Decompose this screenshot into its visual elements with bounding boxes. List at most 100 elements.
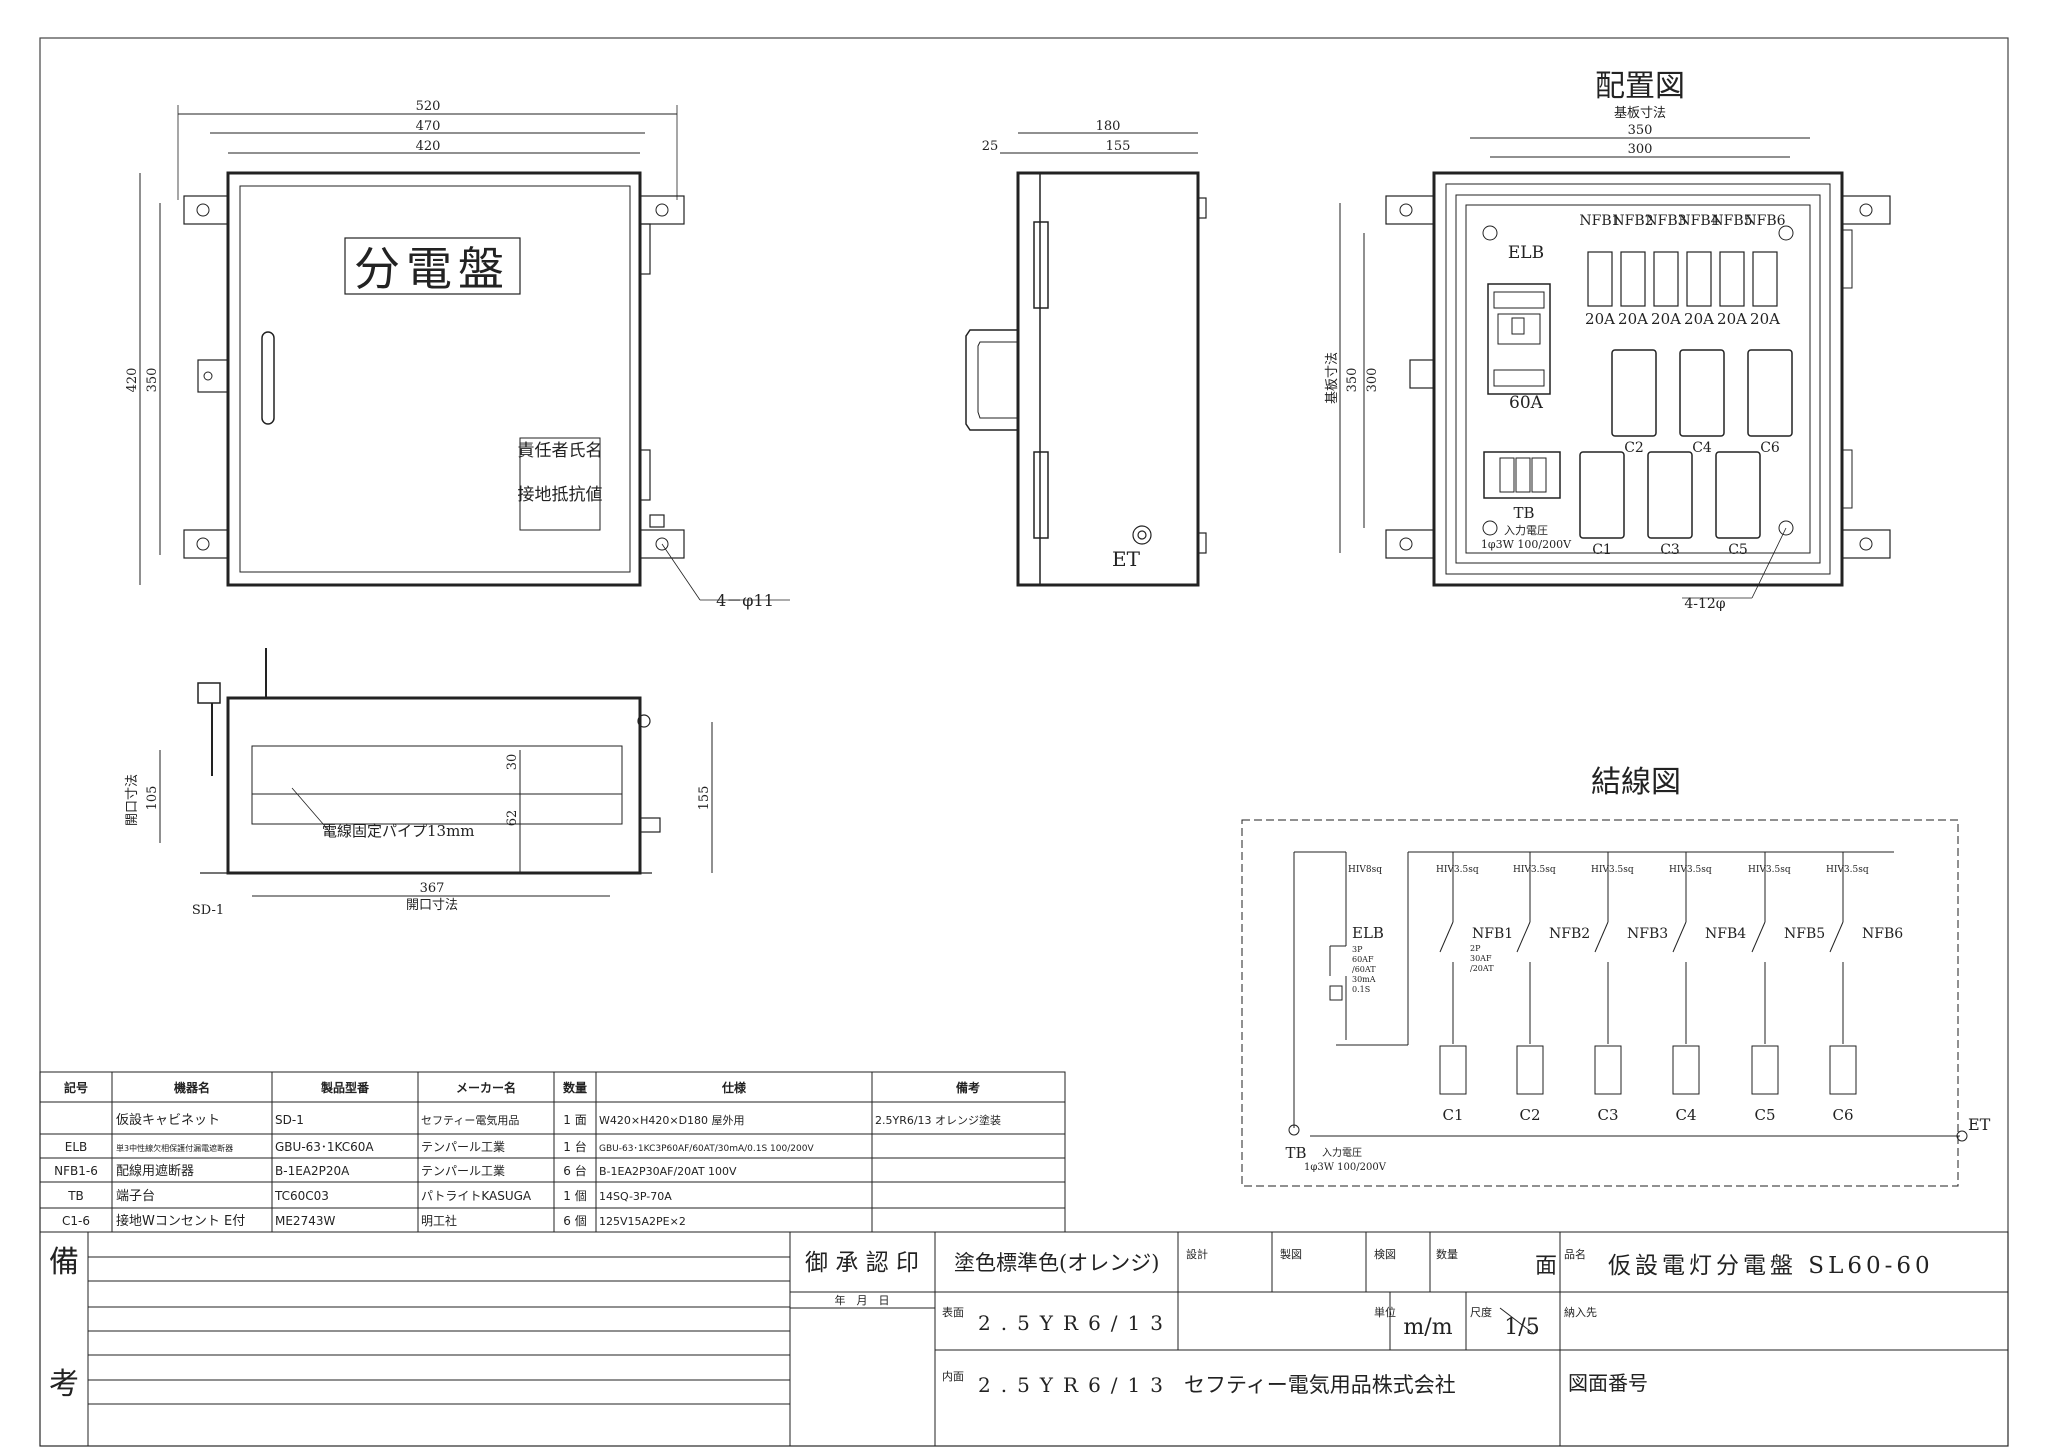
table-cell: C1-6	[62, 1214, 90, 1228]
wiring-main-wire: HIV8sq	[1348, 865, 1382, 875]
wiring-outlet-label: C2	[1519, 1106, 1540, 1124]
layout-nfb-rating: 20A	[1651, 310, 1681, 328]
wiring-outlet-label: C1	[1442, 1106, 1463, 1124]
wiring-nfb-label: NFB1	[1472, 926, 1513, 942]
wiring-nfb-label: NFB5	[1784, 926, 1825, 942]
table-cell: 単3中性線欠相保護付漏電遮断器	[116, 1143, 233, 1153]
front-dim-470: 470	[416, 119, 441, 134]
wiring-branch-wire: HIV3.5sq	[1826, 865, 1869, 875]
pipe-note: 電線固定パイプ13mm	[322, 822, 475, 840]
drawn-label: 製図	[1280, 1247, 1302, 1261]
front-dim-h420: 420	[125, 368, 140, 393]
layout-tb-label: TB	[1513, 504, 1534, 522]
layout-hole-note: 4-12φ	[1684, 596, 1725, 612]
scale-label: 尺度	[1470, 1305, 1492, 1319]
wiring-nfb-spec: 30AF	[1470, 954, 1492, 963]
layout-elb-label: ELB	[1508, 243, 1544, 263]
wiring-et-label: ET	[1968, 1115, 1991, 1134]
table-cell: 6 台	[563, 1163, 586, 1178]
company-name: セフティー電気用品株式会社	[1184, 1373, 1456, 1397]
table-cell: テンパール工業	[421, 1164, 505, 1178]
table-cell: GBU-63･1KC3P60AF/60AT/30mA/0.1S 100/200V	[599, 1144, 814, 1154]
layout-nfb-rating: 20A	[1717, 310, 1747, 328]
table-cell: 端子台	[116, 1189, 155, 1204]
layout-nfb-rating: 20A	[1585, 310, 1615, 328]
bottom-dim-30: 30	[505, 754, 520, 771]
table-cell: SD-1	[275, 1113, 304, 1127]
remarks-bottom: 考	[49, 1367, 79, 1402]
wiring-elb-spec: 60AF	[1352, 955, 1374, 964]
remarks-top: 備	[49, 1245, 79, 1280]
wiring-elb-spec: 0.1S	[1352, 985, 1370, 994]
wiring-elb-spec: 30mA	[1352, 975, 1376, 984]
layout-outlet-label: C6	[1760, 440, 1780, 456]
date-label: 年 月 日	[835, 1293, 890, 1307]
wiring-outlet-label: C3	[1597, 1106, 1618, 1124]
side-et-label: ET	[1112, 547, 1141, 571]
layout-outlet-label: C4	[1692, 440, 1712, 456]
face-label: 面	[1535, 1254, 1557, 1279]
table-cell: 配線用遮断器	[116, 1163, 194, 1179]
layout-elb-rating: 60A	[1509, 393, 1544, 413]
wiring-outlet-label: C6	[1832, 1106, 1853, 1124]
product-label: 品名	[1564, 1247, 1586, 1261]
table-header: 記号	[64, 1080, 88, 1095]
table-header: 製品型番	[320, 1080, 370, 1095]
front-hole-note: 4－φ11	[716, 591, 774, 610]
wiring-nfb-label: NFB4	[1705, 926, 1746, 942]
layout-nfb-label: NFB2	[1612, 213, 1653, 229]
layout-outlet-label: C3	[1660, 542, 1680, 558]
wiring-nfb-label: NFB6	[1862, 926, 1903, 942]
wiring-nfb-label: NFB3	[1627, 926, 1668, 942]
front-dim-520: 520	[416, 99, 441, 114]
wiring-input-label: 入力電圧	[1322, 1146, 1362, 1159]
drawing-no-label: 図面番号	[1568, 1371, 1648, 1395]
inner-label: 内面	[942, 1369, 964, 1383]
approval-label: 御 承 認 印	[805, 1250, 919, 1276]
bottom-dim-367: 367	[420, 881, 445, 896]
table-cell: 明工社	[421, 1213, 457, 1228]
table-cell: 1 台	[563, 1139, 586, 1154]
bottom-dim-105: 105	[145, 786, 160, 811]
table-header: 仕様	[721, 1080, 747, 1095]
surface-color: 2.5YR6/13	[978, 1311, 1173, 1335]
table-cell: W420×H420×D180 屋外用	[599, 1114, 745, 1127]
product-name: 仮設電灯分電盤 SL60-60	[1608, 1253, 1934, 1279]
layout-nfb-rating: 20A	[1684, 310, 1714, 328]
layout-view	[1339, 137, 1891, 599]
checked-label: 検図	[1374, 1247, 1396, 1261]
table-cell: B-1EA2P20A	[275, 1164, 350, 1178]
table-cell: セフティー電気用品	[421, 1113, 519, 1127]
wiring-branch-wire: HIV3.5sq	[1748, 865, 1791, 875]
table-cell: 6 個	[563, 1214, 586, 1228]
unit-value: m/m	[1403, 1315, 1452, 1340]
layout-nfb-rating: 20A	[1618, 310, 1648, 328]
table-cell: 2.5YR6/13 オレンジ塗装	[875, 1113, 1001, 1127]
table-cell: 1 面	[563, 1113, 586, 1127]
table-cell: ELB	[65, 1140, 88, 1154]
bottom-view	[159, 648, 713, 897]
label-ground: 接地抵抗値	[518, 485, 603, 505]
title-block-grid	[39, 1231, 2009, 1447]
unit-label: 単位	[1374, 1305, 1396, 1319]
side-dim-155: 155	[1106, 139, 1131, 154]
side-dim-180: 180	[1096, 119, 1121, 134]
bottom-label-opening-h: 開口寸法	[125, 774, 140, 826]
table-cell: テンパール工業	[421, 1140, 505, 1154]
layout-title: 配置図	[1595, 69, 1685, 104]
table-cell: 14SQ-3P-70A	[599, 1190, 672, 1203]
front-dim-420: 420	[416, 139, 441, 154]
bottom-dim-62: 62	[505, 810, 520, 827]
wiring-nfb-spec: 2P	[1470, 944, 1481, 953]
layout-vdim-300: 300	[1365, 368, 1380, 393]
label-responsible: 責任者氏名	[518, 441, 603, 461]
layout-outlet-label: C1	[1592, 542, 1612, 558]
wiring-branch-wire: HIV3.5sq	[1436, 865, 1479, 875]
layout-nfb-label: NFB3	[1645, 213, 1686, 229]
side-view	[965, 132, 1207, 587]
wiring-elb-spec: 3P	[1352, 945, 1363, 954]
table-cell: ME2743W	[275, 1214, 335, 1228]
wiring-outlet-label: C4	[1675, 1106, 1696, 1124]
table-cell: TC60C03	[274, 1189, 329, 1203]
wiring-outlet-label: C5	[1754, 1106, 1775, 1124]
